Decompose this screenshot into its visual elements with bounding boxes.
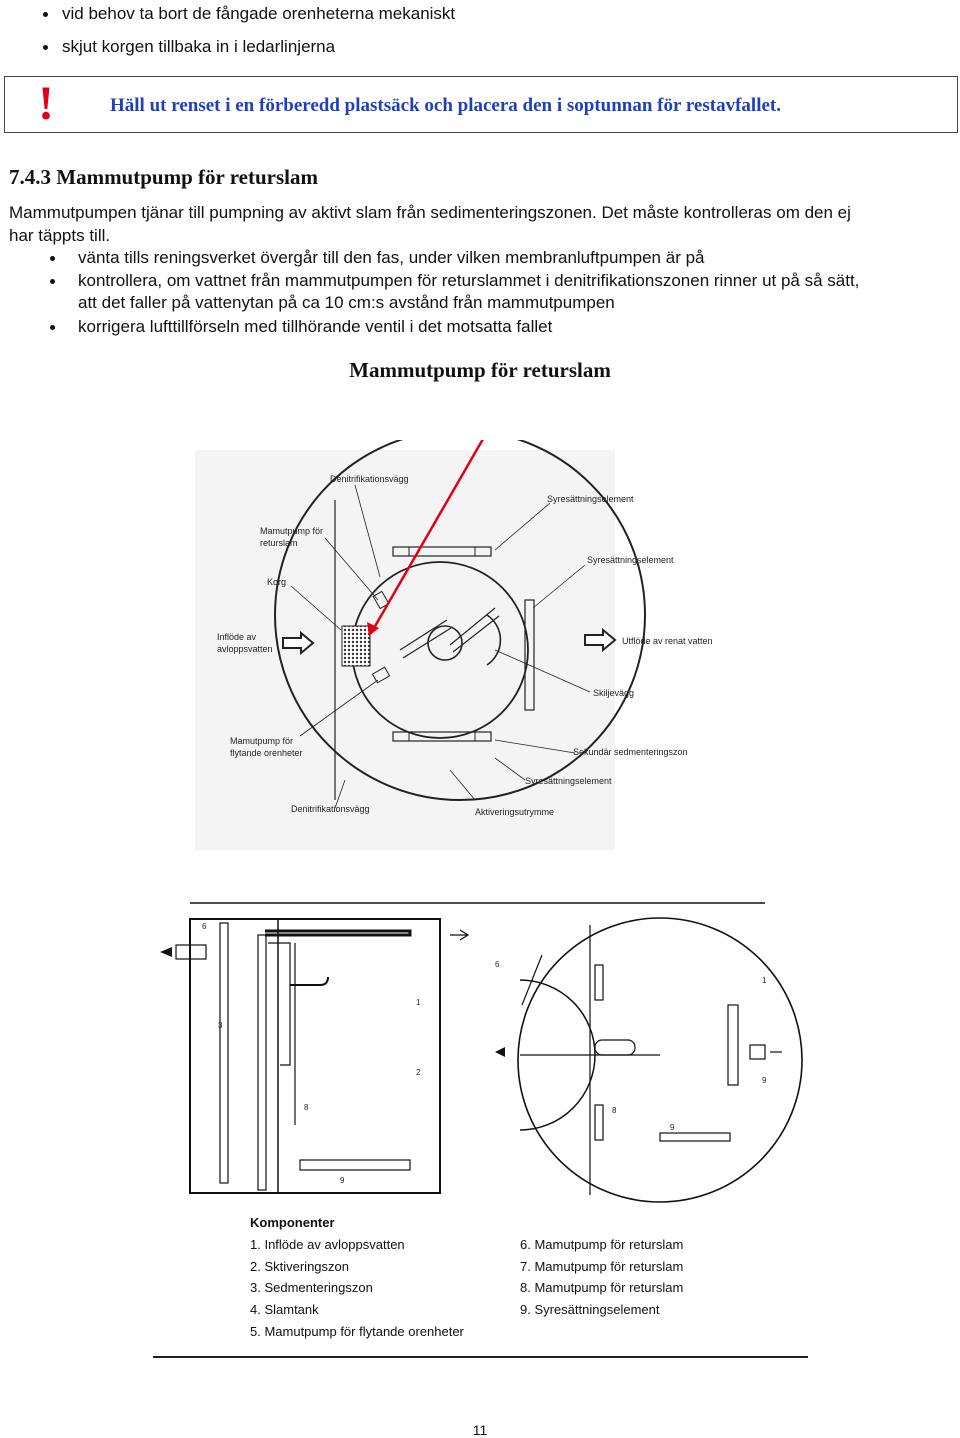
step-1: vänta tills reningsverket övergår till d… [78, 248, 705, 267]
figure-caption: Mammutpump för returslam [349, 358, 611, 382]
label-flytande-line1: Mamutpump för [230, 736, 293, 746]
warning-box [4, 76, 958, 133]
komponent-right-6: 6. Mamutpump för returslam [520, 1237, 684, 1252]
top-bullet-2: skjut korgen tillbaka in i ledarlinjerna [62, 37, 336, 56]
label-utflode: Utflöde av renat vatten [622, 636, 713, 646]
step-2: kontrollera, om vattnet från mammutpumpe… [78, 271, 860, 290]
komponent-left-4: 4. Slamtank [250, 1302, 319, 1317]
label-syresattning-1: Syresättningselement [547, 494, 634, 504]
svg-text:8: 8 [304, 1103, 309, 1112]
label-aktiveringsutrymme: Aktiveringsutrymme [475, 807, 554, 817]
komponent-right-8: 8. Mamutpump för returslam [520, 1280, 684, 1295]
label-syresattning-3: Syresättningselement [525, 776, 612, 786]
section-heading: 7.4.3 Mammutpump för returslam [9, 165, 318, 189]
label-denitrifikationsvagg-top: Denitrifikationsvägg [330, 474, 409, 484]
warning-text: Häll ut renset i en förberedd plastsäck … [110, 95, 781, 116]
step-2-continued: att det faller på vattenytan på ca 10 cm… [78, 293, 615, 312]
svg-text:6: 6 [202, 922, 207, 931]
intro-line-1: Mammutpumpen tjänar till pumpning av akt… [9, 203, 851, 222]
label-korg: Korg [267, 577, 286, 587]
bullet-dot [43, 45, 48, 50]
divider [153, 1356, 808, 1358]
komponenter-title: Komponenter [250, 1215, 335, 1230]
label-inflode-line1: Inflöde av [217, 632, 257, 642]
svg-text:9: 9 [762, 1076, 767, 1085]
bullet-dot [50, 279, 55, 284]
label-sekundar: Sekundär sedmenteringszon [573, 747, 688, 757]
page-number: 11 [472, 1422, 488, 1438]
svg-text:2: 2 [416, 1068, 421, 1077]
top-bullet-1: vid behov ta bort de fångade orenheterna… [62, 4, 456, 23]
svg-text:1: 1 [762, 976, 767, 985]
label-syresattning-2: Syresättningselement [587, 555, 674, 565]
plant-section-diagram: 6 3 1 2 8 9 6 1 9 8 9 [160, 902, 803, 1203]
komponent-left-1: 1. Inflöde av avloppsvatten [250, 1237, 405, 1252]
komponent-left-2: 2. Sktiveringszon [250, 1259, 349, 1274]
warning-icon: ! [38, 77, 54, 130]
label-denitrifikationsvagg-bottom: Denitrifikationsvägg [291, 804, 370, 814]
svg-text:6: 6 [495, 960, 500, 969]
komponent-left-5: 5. Mamutpump för flytande orenheter [250, 1324, 464, 1339]
svg-text:9: 9 [670, 1123, 675, 1132]
label-skiljevagg: Skiljevägg [593, 688, 634, 698]
komponent-left-3: 3. Sedmenteringszon [250, 1280, 373, 1295]
komponent-right-7: 7. Mamutpump för returslam [520, 1259, 684, 1274]
bullet-dot [50, 256, 55, 261]
svg-text:3: 3 [218, 1021, 223, 1030]
svg-text:9: 9 [340, 1176, 345, 1185]
label-mamutpump-retur-line2: returslam [260, 538, 298, 548]
intro-line-2: har täppts till. [9, 226, 111, 245]
komponent-right-9: 9. Syresättningselement [520, 1302, 660, 1317]
plant-top-view-diagram: Denitrifikationsvägg Syresättningselemen… [195, 440, 713, 850]
bullet-dot [50, 325, 55, 330]
label-mamutpump-retur-line1: Mamutpump för [260, 526, 323, 536]
label-inflode-line2: avloppsvatten [217, 644, 273, 654]
label-flytande-line2: flytande orenheter [230, 748, 303, 758]
svg-text:1: 1 [416, 998, 421, 1007]
bullet-dot [43, 12, 48, 17]
svg-text:8: 8 [612, 1106, 617, 1115]
step-3: korrigera lufttillförseln med tillhörand… [78, 317, 553, 336]
